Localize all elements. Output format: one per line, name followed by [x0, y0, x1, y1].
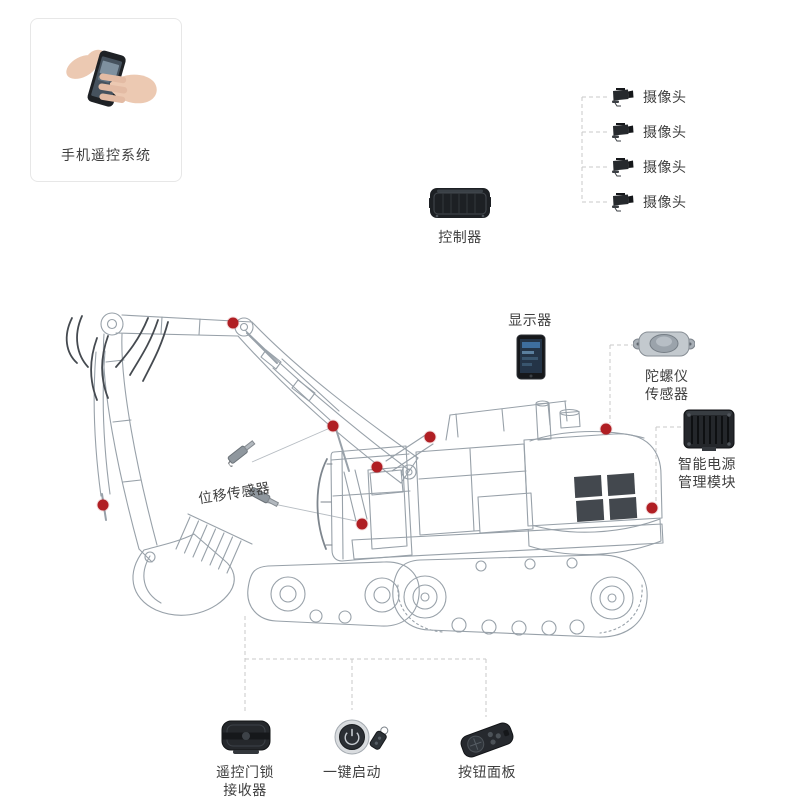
sensor-leader-lines: [251, 427, 357, 522]
marker-dot-lift-cylinder-mid: [371, 461, 383, 473]
phone-in-hands-image: [66, 49, 157, 107]
camera-icon: [612, 158, 634, 177]
phone-remote-label: 手机遥控系统: [61, 148, 151, 164]
gyro-label-line2: 传感器: [645, 387, 689, 403]
marker-dot-power-position: [646, 502, 658, 514]
camera-label: 摄像头: [643, 90, 687, 106]
marker-dot-gyro-position: [600, 423, 612, 435]
lock-receiver-icon: [221, 720, 271, 754]
gyro-label: 陀螺仪 传感器: [645, 368, 689, 404]
callout-connectors: [244, 96, 681, 717]
hydraulic-hoses: [65, 315, 169, 401]
camera-item: 摄像头: [610, 191, 687, 213]
gyro-sensor-icon: [633, 331, 695, 357]
camera-label: 摄像头: [643, 160, 687, 176]
controller-label: 控制器: [438, 230, 482, 246]
display-label: 显示器: [508, 313, 552, 329]
display-device-icon: [516, 334, 546, 380]
camera-item: 摄像头: [610, 86, 687, 108]
excavator-wireframe: [93, 312, 664, 638]
phone-remote-card: 手机遥控系统: [30, 18, 182, 182]
power-module-icon: [683, 409, 735, 451]
power-module-label-line1: 智能电源: [678, 457, 736, 473]
start-button-icon: [334, 719, 370, 755]
camera-icon: [612, 123, 634, 142]
marker-dot-boom-cylinder: [227, 317, 239, 329]
displacement-sensor-icon: [227, 440, 256, 467]
marker-dot-boom-foot: [424, 431, 436, 443]
key-fob-icon: [369, 726, 389, 750]
marker-dot-deck-pivot: [356, 518, 368, 530]
marker-dot-stick-cylinder: [97, 499, 109, 511]
button-panel-label: 按钮面板: [458, 765, 516, 781]
power-module-label-line2: 管理模块: [678, 475, 736, 491]
start-button-label: 一键启动: [323, 765, 381, 781]
gyro-label-line1: 陀螺仪: [645, 369, 689, 385]
controller-device-icon: [429, 188, 491, 218]
displacement-sensor-icon: [245, 487, 280, 508]
button-panel-icon: [460, 722, 514, 758]
camera-label: 摄像头: [643, 125, 687, 141]
lock-receiver-label-line1: 遥控门锁: [216, 765, 274, 781]
marker-dot-lift-cylinder-top: [327, 420, 339, 432]
lock-receiver-label: 遥控门锁 接收器: [203, 764, 287, 800]
camera-icon: [612, 193, 634, 212]
camera-item: 摄像头: [610, 121, 687, 143]
lock-receiver-label-line2: 接收器: [223, 783, 267, 799]
camera-item: 摄像头: [610, 156, 687, 178]
power-module-label: 智能电源 管理模块: [678, 456, 736, 492]
camera-label: 摄像头: [643, 195, 687, 211]
camera-icon: [612, 88, 634, 107]
